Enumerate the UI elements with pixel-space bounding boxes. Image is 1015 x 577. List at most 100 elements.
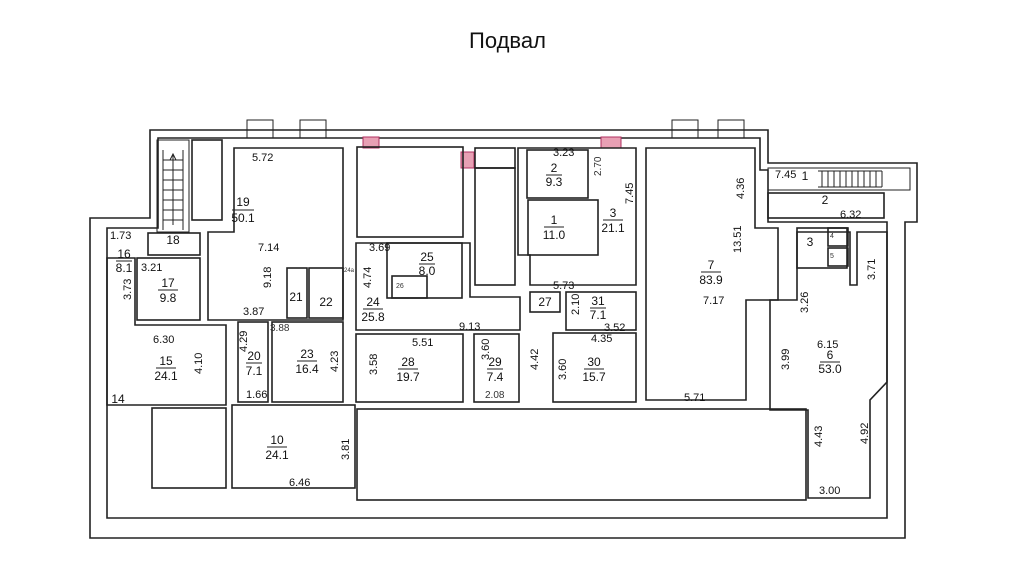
room-3: 321.1: [601, 206, 625, 235]
svg-text:17: 17: [161, 276, 175, 290]
room-17: 179.8: [158, 276, 178, 305]
svg-text:21.1: 21.1: [601, 221, 625, 235]
svg-text:3: 3: [610, 206, 617, 220]
svg-text:24: 24: [366, 295, 380, 309]
room-walls: [106, 139, 888, 501]
svg-text:3.60: 3.60: [557, 359, 569, 380]
svg-text:3.21: 3.21: [141, 262, 162, 274]
svg-text:6.15: 6.15: [817, 339, 838, 351]
svg-text:3.87: 3.87: [243, 306, 264, 318]
room-29: 297.4: [487, 355, 504, 384]
svg-text:4.10: 4.10: [193, 353, 205, 374]
svg-text:25.8: 25.8: [361, 310, 385, 324]
room-20: 207.1: [246, 349, 263, 378]
room-16: 168.1: [116, 247, 133, 275]
svg-text:29: 29: [488, 355, 502, 369]
svg-text:4: 4: [830, 233, 834, 240]
svg-text:24.1: 24.1: [265, 448, 289, 462]
svg-text:2: 2: [551, 161, 558, 175]
svg-text:2.70: 2.70: [593, 156, 604, 176]
svg-text:25: 25: [420, 250, 434, 264]
svg-text:3.52: 3.52: [604, 322, 625, 334]
svg-text:20: 20: [247, 349, 261, 363]
svg-text:3.58: 3.58: [368, 354, 380, 375]
svg-text:9.8: 9.8: [160, 291, 177, 305]
svg-text:8.1: 8.1: [116, 261, 133, 275]
small-room-numbers: 18 21 22 27 14 1 2 3 4 5 26 24a: [111, 169, 834, 406]
svg-text:16.4: 16.4: [295, 362, 319, 376]
svg-text:3.88: 3.88: [270, 323, 290, 334]
svg-text:15.7: 15.7: [582, 370, 606, 384]
svg-text:4.43: 4.43: [813, 426, 825, 447]
page-title: Подвал: [469, 28, 546, 53]
svg-text:9.3: 9.3: [546, 175, 563, 189]
staircase-left: [156, 139, 190, 233]
svg-text:24a: 24a: [344, 268, 355, 274]
svg-text:5: 5: [830, 253, 834, 260]
svg-text:7: 7: [708, 258, 715, 272]
svg-text:3.69: 3.69: [369, 242, 390, 254]
svg-text:3.73: 3.73: [122, 279, 134, 300]
svg-text:6.46: 6.46: [289, 477, 310, 489]
svg-text:1.73: 1.73: [110, 230, 131, 242]
svg-text:3: 3: [807, 235, 814, 249]
svg-text:30: 30: [587, 355, 601, 369]
svg-text:16: 16: [117, 247, 131, 261]
svg-text:2.10: 2.10: [570, 294, 582, 315]
svg-text:5.72: 5.72: [252, 152, 273, 164]
room-1: 111.0: [543, 213, 566, 242]
svg-text:14: 14: [111, 392, 125, 406]
svg-text:7.45: 7.45: [775, 169, 796, 181]
svg-text:4.74: 4.74: [362, 267, 374, 288]
room-19: 19 50.1: [231, 195, 255, 225]
dimension-labels: 5.72 7.14 9.18 3.87 3.88 1.73 3.21 3.73 …: [110, 147, 878, 497]
staircase-right: [767, 167, 911, 191]
room-2: 29.3: [546, 161, 563, 189]
svg-text:3.60: 3.60: [480, 339, 492, 360]
svg-text:3.23: 3.23: [553, 147, 574, 159]
room-6: 653.0: [818, 348, 842, 376]
svg-text:3.26: 3.26: [799, 292, 811, 313]
svg-text:13.51: 13.51: [732, 225, 744, 253]
svg-text:1: 1: [551, 213, 558, 227]
svg-text:10: 10: [270, 433, 284, 447]
svg-text:31: 31: [591, 294, 605, 308]
svg-text:11.0: 11.0: [543, 228, 566, 242]
svg-text:5.71: 5.71: [684, 392, 705, 404]
svg-text:24.1: 24.1: [154, 369, 178, 383]
window-wells: [246, 119, 745, 139]
svg-text:6.32: 6.32: [840, 209, 861, 221]
svg-text:50.1: 50.1: [231, 211, 255, 225]
svg-text:7.45: 7.45: [624, 183, 636, 204]
svg-text:26: 26: [396, 283, 404, 290]
ventilation-shafts: [362, 136, 622, 169]
svg-text:3.71: 3.71: [866, 259, 878, 280]
svg-text:7.1: 7.1: [590, 308, 607, 322]
svg-text:7.14: 7.14: [258, 242, 279, 254]
svg-text:4.36: 4.36: [735, 178, 747, 199]
svg-text:22: 22: [319, 295, 333, 309]
svg-text:1.66: 1.66: [246, 389, 267, 401]
svg-text:4.29: 4.29: [238, 331, 250, 352]
svg-text:7.1: 7.1: [246, 364, 263, 378]
svg-text:3.00: 3.00: [819, 485, 840, 497]
svg-text:8.0: 8.0: [419, 264, 436, 278]
svg-text:7.4: 7.4: [487, 370, 504, 384]
svg-text:19: 19: [236, 195, 250, 209]
outer-wall: [89, 129, 918, 539]
svg-text:1: 1: [802, 169, 809, 183]
svg-text:6.30: 6.30: [153, 334, 174, 346]
svg-text:7.17: 7.17: [703, 295, 724, 307]
svg-text:6: 6: [827, 348, 834, 362]
svg-text:3.81: 3.81: [340, 439, 352, 460]
room-31: 317.1: [590, 294, 607, 322]
